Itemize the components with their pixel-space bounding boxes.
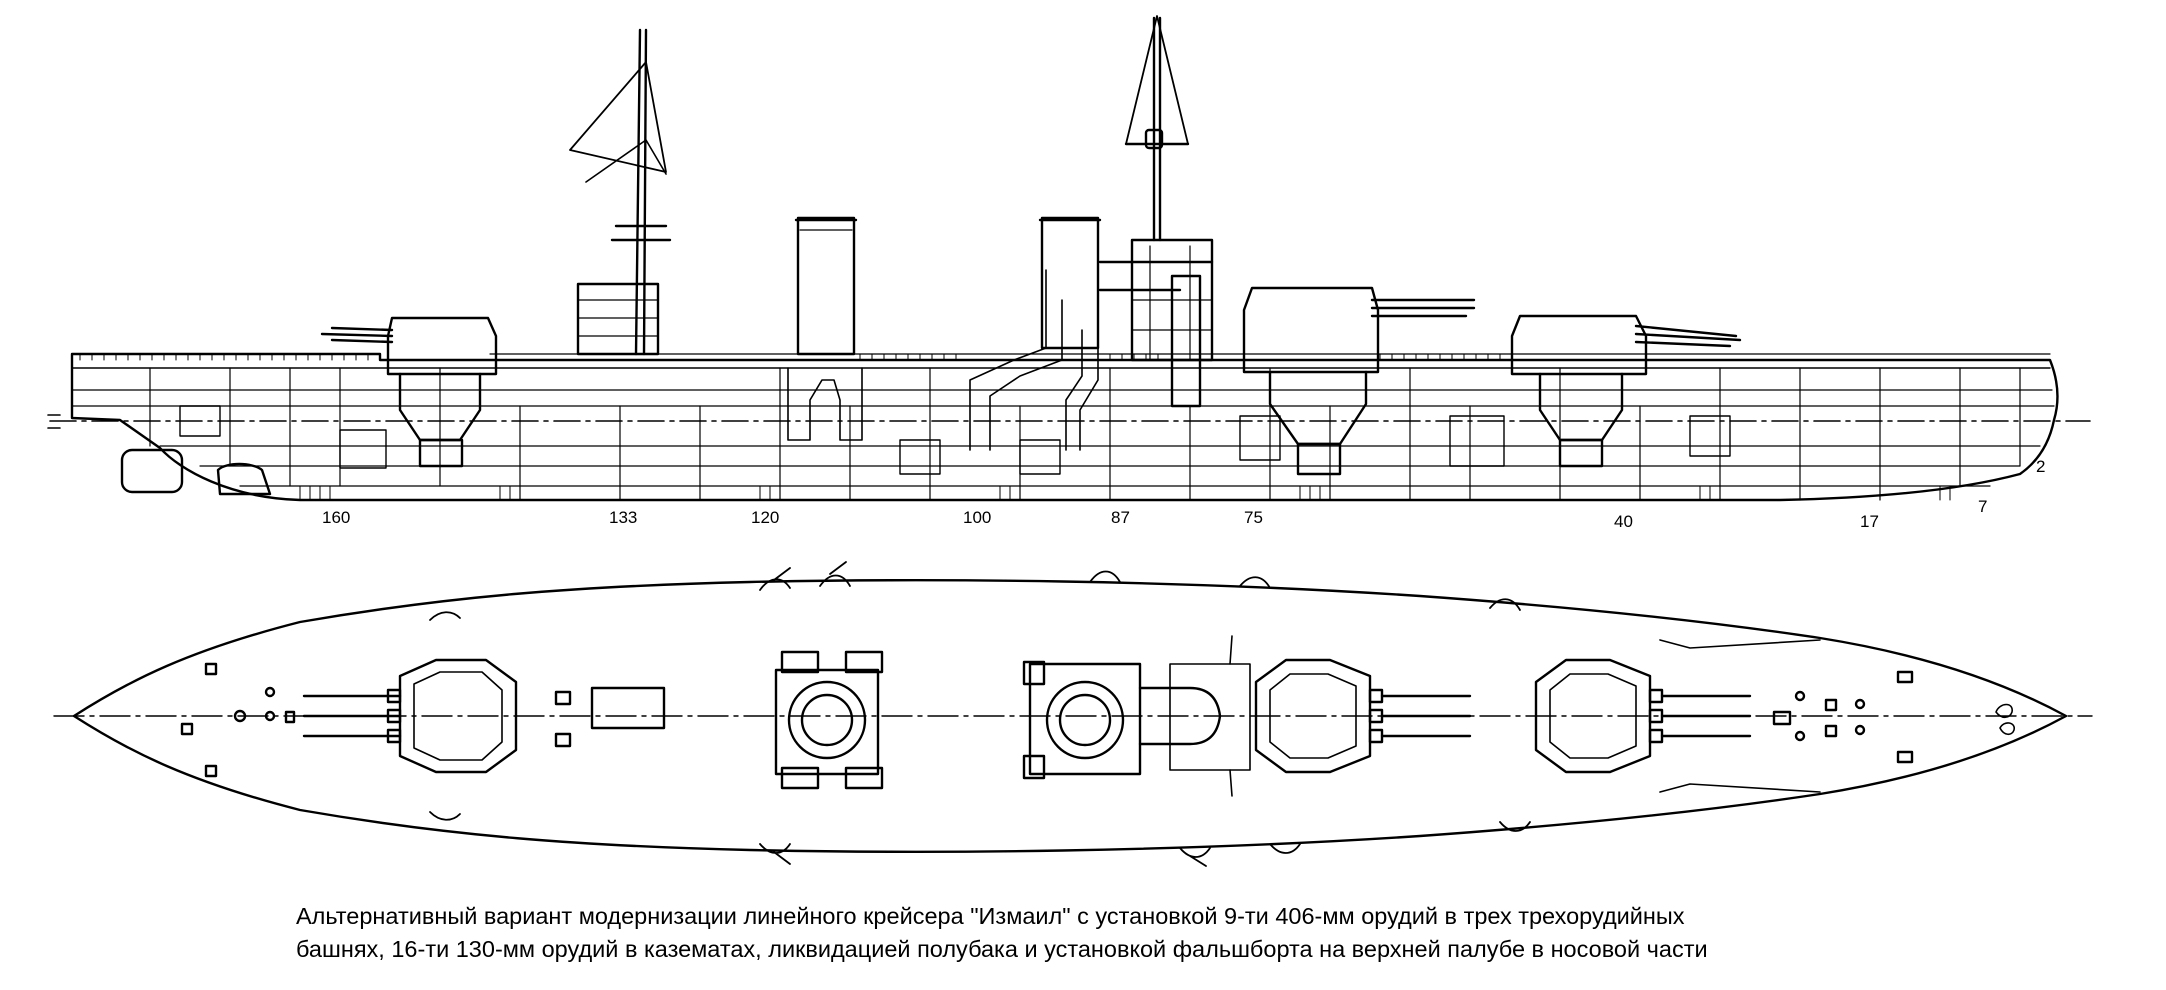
forward-superstructure xyxy=(1098,238,1214,408)
aft-funnel xyxy=(787,216,863,441)
forward-funnel xyxy=(969,216,1102,451)
frame-labels: 160 133 120 100 87 75 40 17 7 2 xyxy=(322,457,2045,531)
side-elevation: 160 133 120 100 87 75 40 17 7 2 xyxy=(47,15,2091,531)
frame-label-75: 75 xyxy=(1244,508,1263,527)
rudder xyxy=(120,448,184,494)
aft-main-turret xyxy=(320,316,498,468)
bow-label-2: 2 xyxy=(2036,457,2045,476)
frame-label-120: 120 xyxy=(751,508,779,527)
hull-profile xyxy=(70,352,2059,502)
aft-mast xyxy=(569,28,672,356)
caption-line-1: Альтернативный вариант модернизации лине… xyxy=(296,903,1685,929)
frame-label-133: 133 xyxy=(609,508,637,527)
frame-label-160: 160 xyxy=(322,508,350,527)
frame-label-87: 87 xyxy=(1111,508,1130,527)
figure-caption: Альтернативный вариант модернизации лине… xyxy=(296,900,2096,966)
frame-label-100: 100 xyxy=(963,508,991,527)
plan-second-turret xyxy=(1254,658,1472,774)
plan-forward-funnel xyxy=(1022,635,1251,797)
plan-view xyxy=(53,561,2093,867)
frame-label-40: 40 xyxy=(1614,512,1633,531)
deck-outline xyxy=(72,579,2068,853)
plan-aft-turret xyxy=(302,658,518,774)
foremast xyxy=(1124,15,1190,242)
frame-label-7: 7 xyxy=(1978,497,1987,516)
plan-forward-turret xyxy=(1534,658,1752,774)
plan-aft-funnel xyxy=(774,650,884,790)
frame-label-17: 17 xyxy=(1860,512,1879,531)
second-main-turret xyxy=(1242,286,1476,476)
caption-line-2: башнях, 16-ти 130-мм орудий в казематах,… xyxy=(296,936,1708,962)
forward-main-turret xyxy=(1510,314,1742,468)
